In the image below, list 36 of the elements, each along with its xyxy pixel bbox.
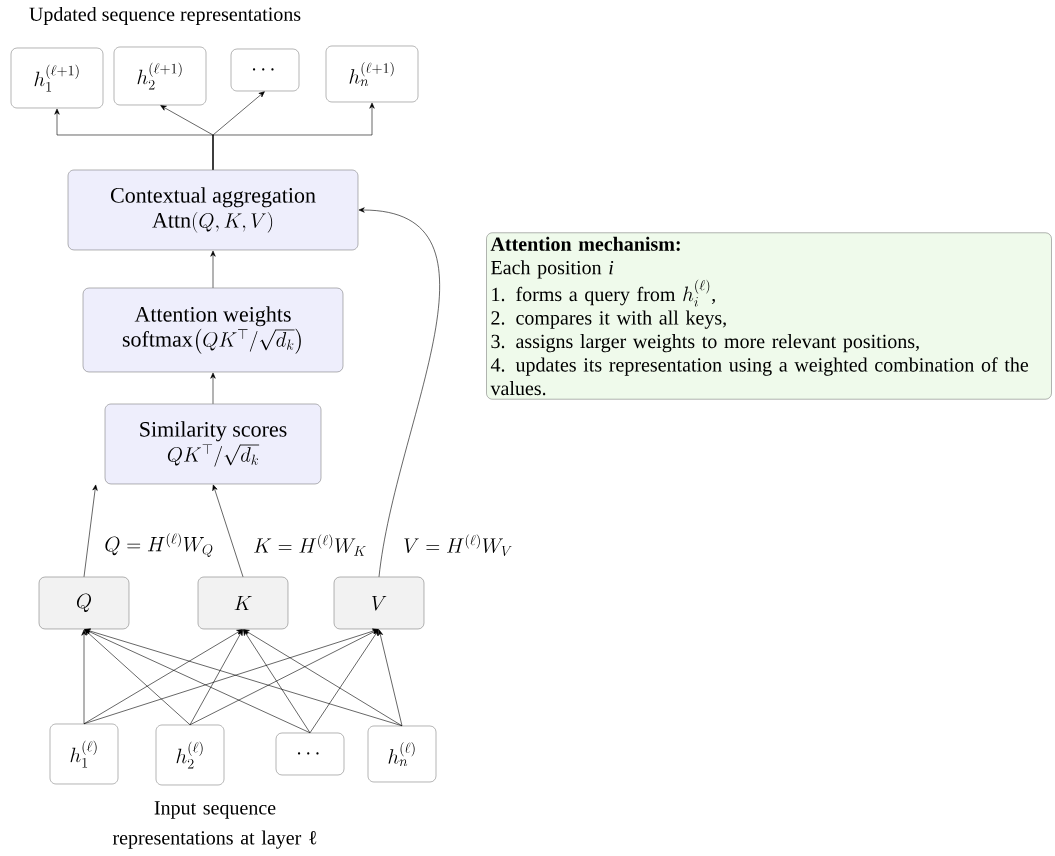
arrow: [83, 629, 243, 725]
edge-label: $K = H^{(\ell)}W_K$: [252, 533, 368, 557]
output-box: $h_n^{(\ell+1)}$: [325, 45, 419, 103]
output-box: $h_1^{(\ell+1)}$: [10, 47, 104, 109]
arrow: [243, 629, 311, 734]
caption: Updated sequence representations: [29, 6, 301, 26]
process-box: Similarity scores $QK^{\top}/\sqrt{d_k}$: [104, 403, 322, 485]
projection-box: $Q$: [38, 576, 130, 630]
edge-label: $Q = H^{(\ell)}W_Q$: [103, 531, 215, 559]
process-box: Attention weights $\mathrm{softmax}\bigl(QK^{\top}/\sqrt{d_k}\bigr)$: [82, 287, 344, 373]
ellipsis-box: $\cdots$: [275, 732, 345, 776]
process-box: Contextual aggregation $\mathrm{Attn}(Q,K,V)$: [67, 169, 359, 251]
arrow: [212, 102, 375, 171]
arrow: [210, 250, 216, 289]
arrow: [83, 484, 98, 578]
arrow: [81, 629, 87, 725]
input-box: $h_2^{(\ell)}$: [155, 724, 225, 786]
caption: Input sequence representations at layer ℓ: [112, 801, 317, 849]
arrow: [243, 629, 403, 727]
arrow: [189, 629, 379, 726]
arrow: [84, 629, 311, 734]
arrow: [358, 207, 440, 578]
arrow: [309, 629, 379, 734]
arrow: [212, 484, 244, 578]
note-box: Attention mechanism: Each position i $\text{1. forms a query from }h_i^{(\ell)}\text{,}$ 2. compares it with all keys, 3. assigns larger weights to more relevant positions, 4. updates its representation using a weighted combination of the values.: [486, 232, 1052, 400]
arrow: [377, 629, 403, 727]
arrow: [210, 372, 216, 405]
projection-box: $K$: [197, 576, 289, 630]
projection-box: $V$: [333, 576, 425, 630]
arrow: [84, 629, 191, 726]
edge-label: $V = H^{(\ell)}W_V$: [402, 533, 514, 557]
input-box: $h_n^{(\ell)}$: [367, 725, 437, 783]
ellipsis-box: $\cdots$: [230, 48, 300, 92]
output-box: $h_2^{(\ell+1)}$: [113, 46, 207, 106]
arrow: [189, 629, 243, 726]
input-box: $h_1^{(\ell)}$: [49, 723, 119, 785]
